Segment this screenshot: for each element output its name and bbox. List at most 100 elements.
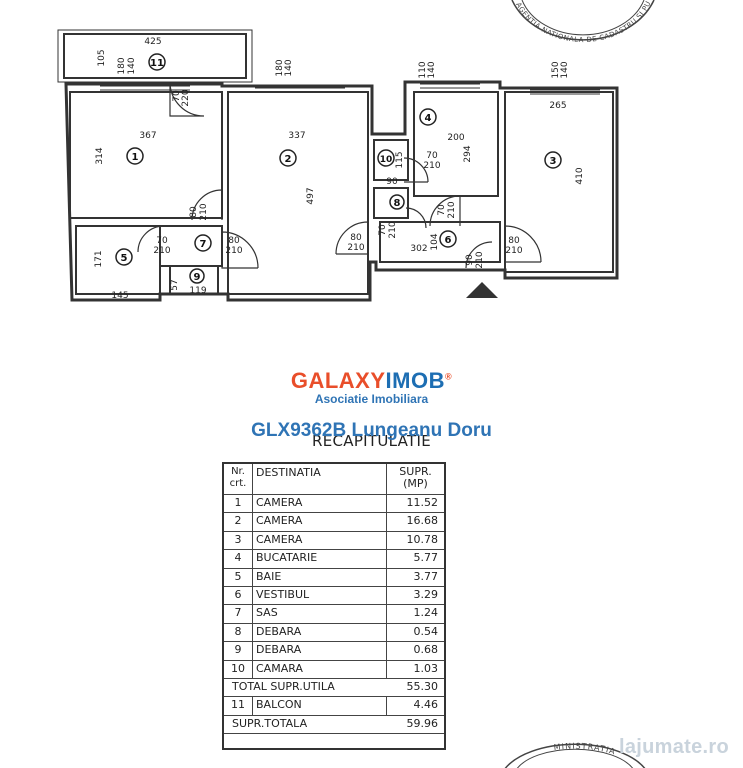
dim-label: 180	[275, 59, 285, 76]
row-destination: DEBARA	[252, 622, 387, 642]
room-3-number: 3	[550, 156, 557, 167]
row-surface: 1.24	[413, 606, 439, 620]
dim-label: 210	[505, 246, 522, 256]
floor-plan: 11 1 2 3 4 5 6 7 8 9 10 425 105 180 140 …	[57, 29, 619, 302]
exterior-wall	[64, 80, 619, 302]
listing-reference: GLX9362B Lungeanu Doru	[251, 420, 492, 441]
dim-label: 80	[350, 233, 362, 243]
dim-label: 90	[386, 177, 398, 187]
registered-mark: ®	[445, 371, 453, 382]
room-11-outline	[63, 33, 247, 79]
header-unit: (MP)	[403, 477, 428, 490]
dim-label: 140	[284, 59, 294, 76]
svg-text:MINISTRATIA: MINISTRATIA	[553, 742, 617, 757]
row-number: 4	[224, 549, 253, 568]
room-1-outline	[69, 91, 223, 219]
logo-part-2: IMOB	[385, 368, 445, 393]
dim-label: 70	[437, 204, 447, 216]
row-destination: SAS	[252, 604, 387, 623]
dim-label: 337	[288, 131, 305, 141]
room-6-number: 6	[445, 235, 452, 246]
row-number: 2	[224, 512, 253, 531]
dim-label: 105	[97, 49, 107, 66]
room-3-outline	[504, 91, 614, 273]
dim-label: 294	[463, 145, 473, 162]
row-number: 10	[224, 659, 253, 678]
room-10-number: 10	[380, 155, 393, 165]
room-5-outline	[75, 225, 161, 295]
header-destinatia: DESTINATIA	[252, 464, 387, 494]
dim-label: 145	[111, 291, 128, 301]
dim-label: 497	[306, 187, 316, 204]
row-number: 1	[224, 494, 253, 513]
dim-label: 70	[156, 236, 168, 246]
total-label: TOTAL SUPR.UTILA	[232, 680, 335, 693]
dim-label: 140	[560, 61, 570, 78]
dim-label: 80	[189, 206, 199, 218]
dim-label: 115	[395, 151, 405, 168]
dim-label: 80	[508, 236, 520, 246]
dim-label: 80	[228, 236, 240, 246]
dim-label: 104	[430, 233, 440, 250]
row-destination: CAMARA	[252, 659, 387, 678]
room-8-number: 8	[394, 198, 401, 209]
dim-label: 150	[551, 61, 561, 78]
dim-label: 110	[418, 61, 428, 78]
dim-label: 314	[95, 147, 105, 164]
row-surface: 10.78	[406, 532, 439, 546]
dim-label: 210	[153, 246, 170, 256]
dim-label: 210	[388, 221, 398, 238]
row-number: 8	[224, 622, 253, 642]
table-header: Nr. crt. DESTINATIA SUPR. (MP)	[224, 464, 444, 495]
room-8-outline	[373, 187, 409, 219]
row-surface: 3.29	[413, 588, 439, 601]
row-number: 9	[224, 641, 253, 660]
row-destination: CAMERA	[252, 494, 387, 513]
agency-logo: GALAXYIMOB®	[0, 368, 743, 394]
cadastre-stamp-top: AGENTIA NATIONALA DE CADASTRU SI PUBLICI…	[508, 0, 655, 44]
total-label: SUPR.TOTALA	[232, 716, 308, 730]
room-10-outline	[373, 139, 409, 181]
cadastre-stamp-bottom: MINISTRATIA	[504, 742, 646, 768]
row-destination: BUCATARIE	[252, 549, 387, 568]
dim-label: 210	[225, 246, 242, 256]
row-surface: 1.03	[413, 661, 439, 675]
row-number: 7	[224, 604, 253, 623]
room-9-number: 9	[194, 272, 201, 283]
room-5-number: 5	[121, 253, 128, 264]
dim-label: 265	[549, 101, 566, 111]
row-surface: 11.52	[406, 496, 439, 509]
dim-label: 90	[465, 254, 475, 266]
room-7-number: 7	[200, 239, 207, 250]
dim-label: 210	[199, 203, 209, 220]
dim-label: 302	[410, 244, 427, 254]
header-nr: Nr.	[231, 466, 245, 477]
dim-label: 180	[117, 57, 127, 74]
header-supr: SUPR.	[399, 465, 432, 478]
room-11-number: 11	[150, 58, 164, 69]
dim-label: 140	[427, 61, 437, 78]
dim-label: 210	[475, 251, 485, 268]
recap-title: RECAPITULATIE	[311, 432, 431, 450]
dim-label: 367	[139, 131, 156, 141]
dim-label: 425	[144, 37, 161, 47]
room-4-outline	[413, 91, 499, 197]
row-destination: BALCON	[252, 696, 387, 715]
row-surface: 5.77	[413, 551, 439, 565]
dim-label: 220	[181, 89, 191, 106]
dim-label: 210	[423, 161, 440, 171]
dim-label: 410	[575, 167, 585, 184]
row-number: 5	[224, 567, 253, 586]
logo-part-1: GALAXY	[290, 368, 386, 393]
dim-label: 140	[127, 57, 137, 74]
